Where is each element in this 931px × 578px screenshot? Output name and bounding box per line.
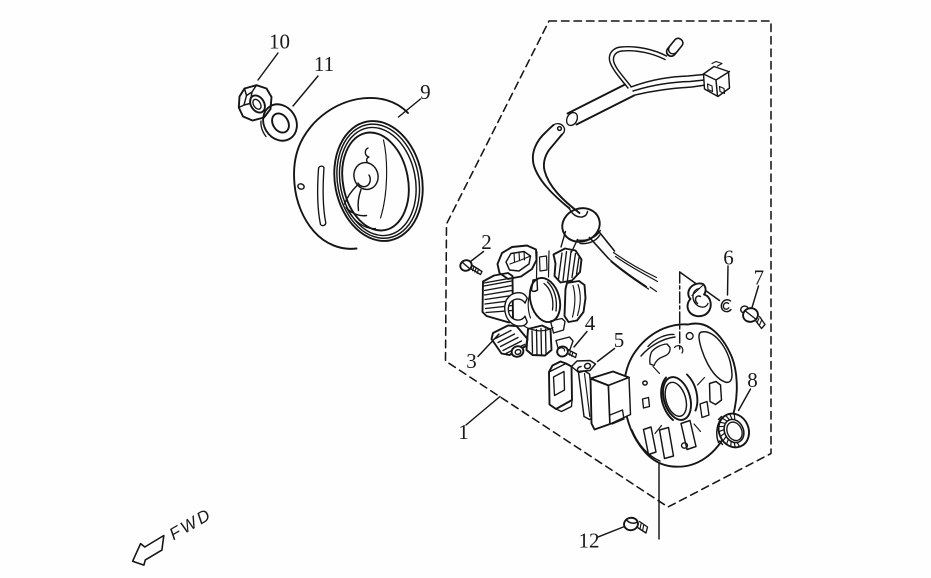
svg-text:3: 3 bbox=[466, 349, 477, 373]
svg-text:5: 5 bbox=[614, 328, 625, 352]
svg-text:10: 10 bbox=[269, 30, 290, 54]
svg-text:1: 1 bbox=[458, 420, 469, 444]
svg-text:12: 12 bbox=[579, 529, 600, 553]
svg-text:6: 6 bbox=[723, 246, 734, 270]
svg-text:2: 2 bbox=[481, 230, 492, 254]
svg-text:9: 9 bbox=[420, 80, 431, 104]
svg-text:7: 7 bbox=[754, 266, 765, 290]
svg-text:8: 8 bbox=[747, 368, 758, 392]
svg-text:4: 4 bbox=[585, 311, 596, 335]
svg-text:11: 11 bbox=[314, 52, 334, 76]
